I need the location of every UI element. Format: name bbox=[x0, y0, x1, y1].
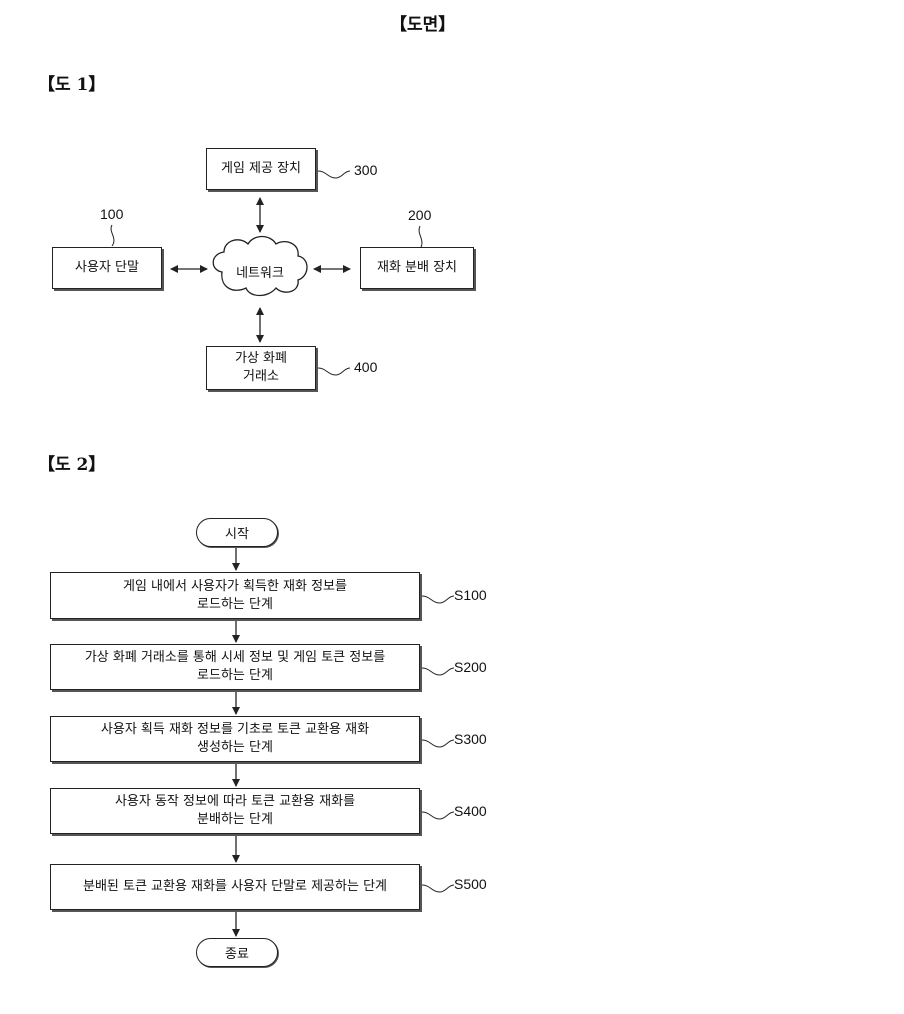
page-title: 【도면】 bbox=[390, 15, 456, 35]
step-s100-box: 게임 내에서 사용자가 획득한 재화 정보를 로드하는 단계 bbox=[50, 572, 420, 619]
ref-s500: S500 bbox=[454, 876, 487, 892]
end-terminal: 종료 bbox=[196, 938, 278, 967]
leader-s200 bbox=[421, 667, 455, 676]
fig2-heading: 【도 2】 bbox=[38, 455, 106, 475]
distribution-device-label: 재화 분배 장치 bbox=[376, 260, 458, 275]
step-s200-line2: 로드하는 단계 bbox=[197, 668, 273, 683]
leader-200 bbox=[418, 225, 423, 250]
ref-s300: S300 bbox=[454, 731, 487, 747]
user-terminal-label: 사용자 단말 bbox=[75, 260, 139, 275]
distribution-device-box: 재화 분배 장치 bbox=[360, 247, 474, 289]
leader-s300 bbox=[421, 739, 455, 748]
exchange-label-line1: 가상 화폐 bbox=[235, 351, 287, 366]
ref-100: 100 bbox=[100, 206, 124, 222]
step-s200-box: 가상 화폐 거래소를 통해 시세 정보 및 게임 토큰 정보를 로드하는 단계 bbox=[50, 644, 420, 690]
step-s500-box: 분배된 토큰 교환용 재화를 사용자 단말로 제공하는 단계 bbox=[50, 864, 420, 910]
step-s400-line2: 분배하는 단계 bbox=[197, 812, 273, 827]
leader-100 bbox=[110, 224, 115, 247]
start-label: 시작 bbox=[225, 527, 249, 542]
exchange-label-line2: 거래소 bbox=[243, 369, 279, 384]
ref-400: 400 bbox=[354, 359, 378, 375]
step-s100-line2: 로드하는 단계 bbox=[197, 596, 273, 612]
ref-s200: S200 bbox=[454, 659, 487, 675]
ref-300: 300 bbox=[354, 162, 378, 178]
step-s300-line1: 사용자 획득 재화 정보를 기초로 토큰 교환용 재화 bbox=[100, 722, 370, 737]
game-provider-box: 게임 제공 장치 bbox=[206, 148, 316, 190]
leader-s500 bbox=[421, 884, 455, 893]
leader-s100 bbox=[421, 595, 455, 604]
step-s400-line1: 사용자 동작 정보에 따라 토큰 교환용 재화를 bbox=[114, 794, 356, 809]
step-s500-line1: 분배된 토큰 교환용 재화를 사용자 단말로 제공하는 단계 bbox=[82, 879, 387, 894]
fig1-heading: 【도 1】 bbox=[38, 75, 106, 95]
ref-s400: S400 bbox=[454, 803, 487, 819]
step-s400-box: 사용자 동작 정보에 따라 토큰 교환용 재화를 분배하는 단계 bbox=[50, 788, 420, 834]
end-label: 종료 bbox=[225, 947, 249, 962]
leader-400 bbox=[317, 367, 351, 376]
step-s300-line2: 생성하는 단계 bbox=[197, 740, 273, 755]
network-label: 네트워크 bbox=[236, 266, 284, 281]
leader-300 bbox=[317, 170, 351, 179]
ref-200: 200 bbox=[408, 207, 432, 223]
user-terminal-box: 사용자 단말 bbox=[52, 247, 162, 289]
step-s200-line1: 가상 화폐 거래소를 통해 시세 정보 및 게임 토큰 정보를 bbox=[84, 650, 386, 665]
step-s100-line1: 게임 내에서 사용자가 획득한 재화 정보를 bbox=[123, 578, 347, 594]
start-terminal: 시작 bbox=[196, 518, 278, 547]
leader-s400 bbox=[421, 811, 455, 820]
game-provider-label: 게임 제공 장치 bbox=[220, 161, 302, 176]
exchange-box: 가상 화폐 거래소 bbox=[206, 346, 316, 390]
step-s300-box: 사용자 획득 재화 정보를 기초로 토큰 교환용 재화 생성하는 단계 bbox=[50, 716, 420, 762]
ref-s100: S100 bbox=[454, 587, 487, 603]
